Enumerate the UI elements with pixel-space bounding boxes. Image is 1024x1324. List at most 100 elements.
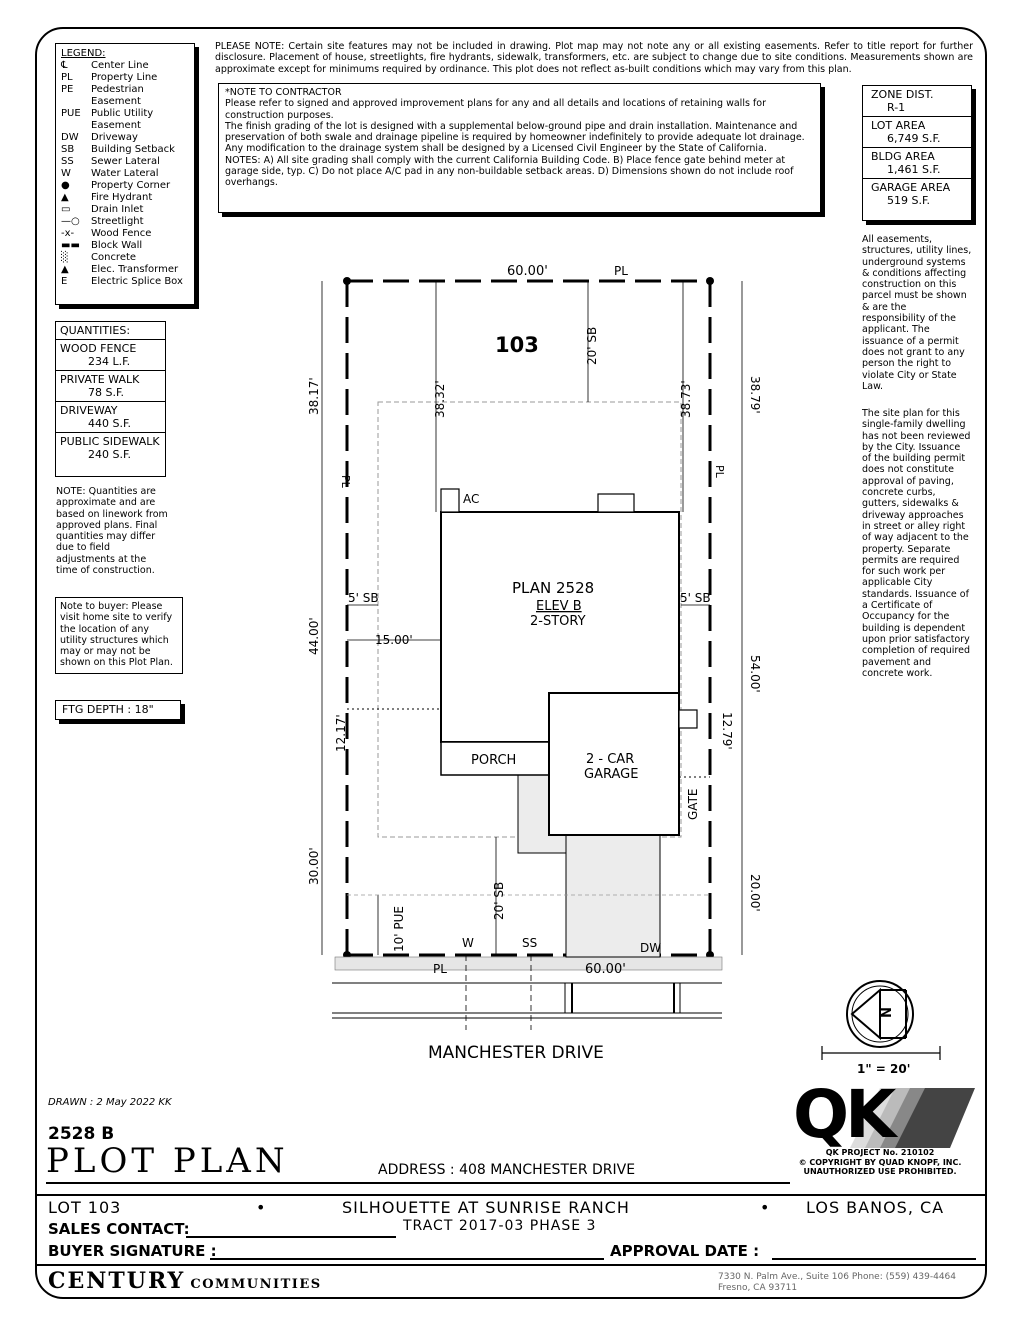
zone-cell: ZONE DIST. R-1 — [863, 86, 971, 117]
title-block-divider-2 — [37, 1264, 985, 1266]
please-note: PLEASE NOTE: Certain site features may n… — [215, 41, 973, 75]
ftg-depth-box: FTG DEPTH : 18" — [55, 700, 181, 720]
driveway-value: 440 S.F. — [88, 417, 132, 430]
drawn-label: DRAWN : 2 May 2022 KK — [48, 1097, 172, 1108]
wood-fence — [347, 708, 710, 778]
driveway-approach — [564, 982, 681, 1014]
legend-item: Easement — [61, 96, 189, 108]
zone-label: ZONE DIST. — [871, 88, 934, 101]
property-corner-icon — [343, 277, 351, 285]
property-corner-icon — [706, 277, 714, 285]
pue-label: 10' PUE — [392, 906, 406, 952]
ss-label: SS — [522, 936, 537, 950]
company-name-2: COMMUNITIES — [190, 1277, 322, 1292]
title-block-divider — [37, 1194, 985, 1196]
contractor-note-p3: NOTES: A) All site grading shall comply … — [225, 154, 794, 189]
sales-contact-label: SALES CONTACT: — [48, 1220, 190, 1238]
contractor-note-heading: *NOTE TO CONTRACTOR — [225, 87, 342, 98]
wood-fence-value: 234 L.F. — [88, 355, 131, 368]
dim-left-mid: 44.00' — [307, 617, 321, 655]
wood-fence-label: WOOD FENCE — [60, 342, 137, 355]
north-arrow-icon — [846, 980, 914, 1048]
quantities-note: NOTE: Quantities are approximate and are… — [56, 486, 168, 577]
quantities-box: QUANTITIES: WOOD FENCE 234 L.F. PRIVATE … — [55, 321, 166, 477]
plot-plan-title: PLOT PLAN — [46, 1141, 289, 1181]
legend-label: Fire Hydrant — [91, 192, 153, 204]
qk-project: QK PROJECT No. 210102 — [825, 1148, 935, 1157]
legend-symbol: W — [61, 168, 71, 180]
legend-symbol: PE — [61, 84, 74, 96]
dw-label: DW — [640, 941, 661, 955]
quantities-title: QUANTITIES: — [56, 322, 165, 340]
private-walk-value: 78 S.F. — [88, 386, 125, 399]
lot-area-label: LOT AREA — [871, 119, 926, 132]
buyer-signature-label: BUYER SIGNATURE : — [48, 1242, 217, 1260]
ac-label: AC — [463, 492, 479, 506]
bottom-pl: PL — [433, 962, 447, 976]
lot-area-value: 6,749 S.F. — [887, 132, 941, 145]
address: ADDRESS : 408 MANCHESTER DRIVE — [378, 1162, 636, 1178]
right-pl-label: PL — [713, 465, 726, 479]
dim-right-mid: 54.00' — [748, 655, 762, 693]
public-sidewalk-label: PUBLIC SIDEWALK — [60, 435, 160, 448]
approval-date-label: APPROVAL DATE : — [610, 1242, 760, 1260]
community-name: SILHOUETTE AT SUNRISE RANCH — [342, 1198, 630, 1217]
qk-info: QK PROJECT No. 210102 © COPYRIGHT BY QUA… — [790, 1148, 970, 1177]
dim-left-top: 38.17' — [307, 377, 321, 415]
company-name: CENTURY — [48, 1268, 186, 1294]
zone-value: R-1 — [887, 101, 906, 114]
legend-label: Property Line — [91, 72, 158, 84]
driveway-cell: DRIVEWAY 440 S.F. — [56, 402, 165, 433]
zone-box: ZONE DIST. R-1 LOT AREA 6,749 S.F. BLDG … — [862, 85, 972, 221]
legend-symbol: -x- — [61, 228, 75, 240]
legend-symbol: ℄ — [61, 60, 68, 72]
company-address-1: 7330 N. Palm Ave., Suite 106 Phone: (559… — [718, 1272, 957, 1282]
contractor-note-p1: Please refer to signed and approved impr… — [225, 98, 766, 121]
legend-item: ▭ Drain Inlet — [61, 204, 189, 216]
private-walk-cell: PRIVATE WALK 78 S.F. — [56, 371, 165, 402]
legend-symbol: ▭ — [61, 204, 71, 216]
legend-item: ●Property Corner — [61, 180, 189, 192]
lot-number: 103 — [495, 333, 539, 357]
right-sb-label: 5' SB — [680, 591, 711, 605]
legend-symbol: ░ — [61, 252, 69, 264]
lot-label: LOT 103 — [48, 1198, 122, 1217]
legend-label: Streetlight — [91, 216, 144, 228]
public-sidewalk-value: 240 S.F. — [88, 448, 132, 461]
legend-label: Wood Fence — [91, 228, 152, 240]
ac-pad — [440, 488, 460, 513]
legend-item: ▬▬Block Wall — [61, 240, 189, 252]
top-pl: PL — [614, 264, 628, 278]
bullet-1: • — [256, 1198, 266, 1217]
legend-symbol: SS — [61, 156, 74, 168]
buyer-signature-line[interactable] — [210, 1258, 604, 1260]
private-walk-label: PRIVATE WALK — [60, 373, 140, 386]
legend-label: Concrete — [91, 252, 137, 264]
legend-item: Easement — [61, 120, 189, 132]
public-sidewalk — [334, 956, 723, 971]
legend-label: Building Setback — [91, 144, 175, 156]
scale-label: 1" = 20' — [857, 1062, 910, 1076]
legend-label: Pedestrian — [91, 84, 144, 96]
north-label: N — [877, 1007, 892, 1018]
approval-date-line[interactable] — [772, 1258, 976, 1260]
legend-title: LEGEND: — [61, 48, 106, 59]
dim-right-top: 38.79' — [748, 376, 762, 414]
legend-symbol: ▲ — [61, 192, 69, 204]
legend-label: Property Corner — [91, 180, 171, 192]
right-note-2: The site plan for this single-family dwe… — [862, 408, 971, 679]
public-sidewalk-cell: PUBLIC SIDEWALK 240 S.F. — [56, 433, 165, 463]
legend-label: Drain Inlet — [91, 204, 144, 216]
right-note-1: All easements, structures, utility lines… — [862, 234, 972, 392]
legend-label: Center Line — [91, 60, 149, 72]
garage-label-1: 2 - CAR — [586, 752, 634, 767]
bldg-area-cell: BLDG AREA 1,461 S.F. — [863, 148, 971, 179]
title-underline — [46, 1182, 790, 1184]
